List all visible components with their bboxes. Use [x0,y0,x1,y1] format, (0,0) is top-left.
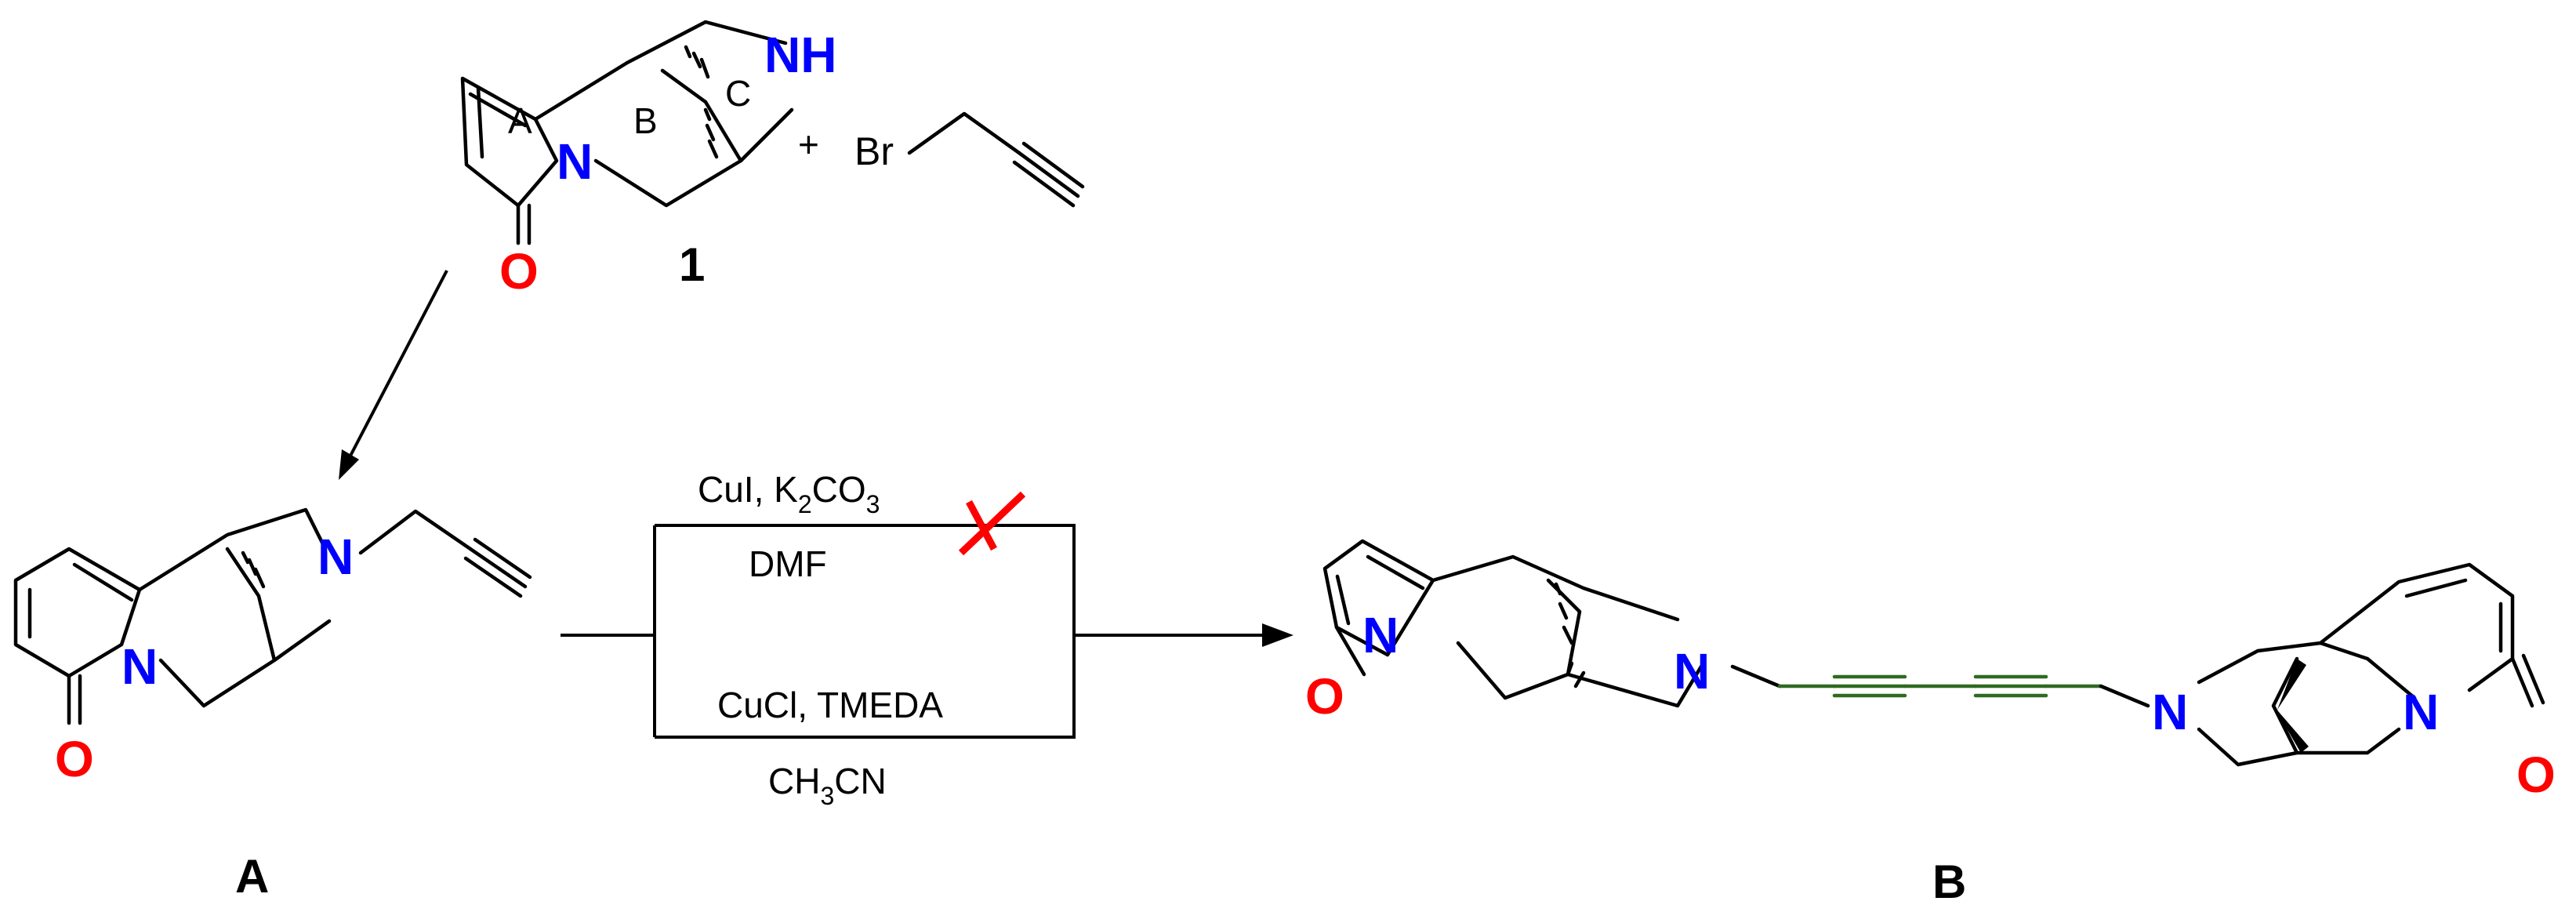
compound-a-label: A [235,850,269,903]
compound-b-nitrogen-lactam-left: N [1362,607,1399,663]
lower-solvent: CH3CN [768,761,887,810]
compound-1-nh: NH [764,27,836,83]
arrow-to-a [339,270,448,480]
compound-b: N N O N N O B [1305,539,2556,908]
reaction-conditions: CuI, K2CO3 DMF CuCl, TMEDA CH3CN [561,469,1293,810]
lower-reagents: CuCl, TMEDA [717,685,943,725]
compound-a-nitrogen-amine: N [317,529,354,585]
compound-1: N NH O A B C 1 + Br [460,20,1085,300]
compound-b-oxygen-left: O [1305,668,1344,725]
bromine-atom: Br [854,129,894,173]
compound-b-nitrogen-amine-right: N [2152,684,2188,740]
upper-conditions: CuI, K2CO3 [698,469,880,518]
ring-label-a: A [508,100,532,141]
blocked-path-mark [958,491,1026,556]
upper-solvent: DMF [749,543,827,584]
compound-b-nitrogen-amine-left: N [1674,643,1710,699]
compound-a-oxygen: O [55,731,94,787]
compound-b-label: B [1932,856,1966,908]
ring-label-c: C [725,73,751,114]
compound-a: N N O A [13,507,532,903]
ring-label-b: B [633,100,658,141]
plus-sign: + [798,124,819,165]
compound-1-nitrogen: N [557,133,593,190]
compound-1-label: 1 [679,238,705,291]
compound-b-nitrogen-lactam-right: N [2403,684,2439,740]
compound-1-oxygen: O [499,243,539,300]
compound-a-nitrogen-lactam: N [122,638,158,695]
compound-b-oxygen-right: O [2516,747,2556,803]
